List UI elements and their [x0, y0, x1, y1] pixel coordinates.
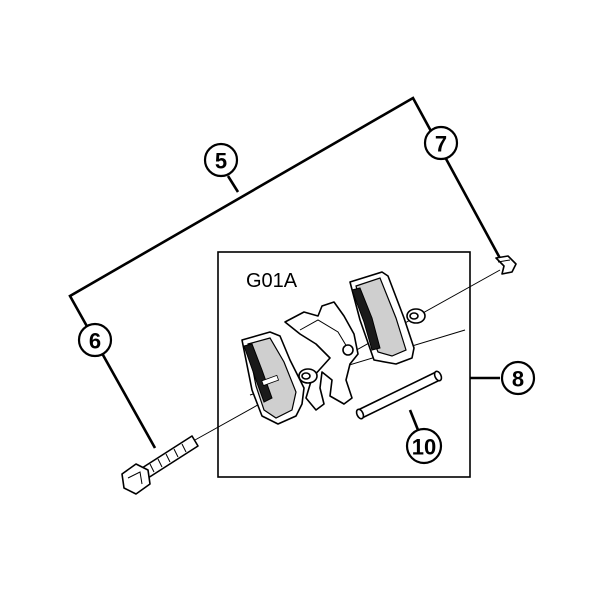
model-code-label: G01A — [246, 270, 298, 292]
leader-10 — [408, 409, 420, 431]
pad-bolt — [121, 435, 199, 495]
snap-ring — [495, 255, 517, 275]
svg-text:5: 5 — [215, 149, 227, 174]
brake-pad-right — [349, 271, 426, 365]
pad-pin — [355, 370, 443, 420]
pad-kit-leader — [68, 96, 504, 449]
leader-5 — [226, 175, 240, 193]
pad-set-box — [217, 251, 471, 478]
callout-8: 8 — [500, 360, 536, 396]
callout-6: 6 — [77, 322, 113, 358]
callout-7: 7 — [423, 125, 459, 161]
svg-text:7: 7 — [435, 132, 447, 157]
callout-10: 10 — [405, 427, 443, 465]
svg-text:8: 8 — [512, 367, 524, 392]
brake-pad-left — [241, 331, 318, 425]
svg-text:6: 6 — [89, 329, 101, 354]
svg-text:10: 10 — [412, 435, 436, 460]
callout-5: 5 — [203, 142, 239, 178]
